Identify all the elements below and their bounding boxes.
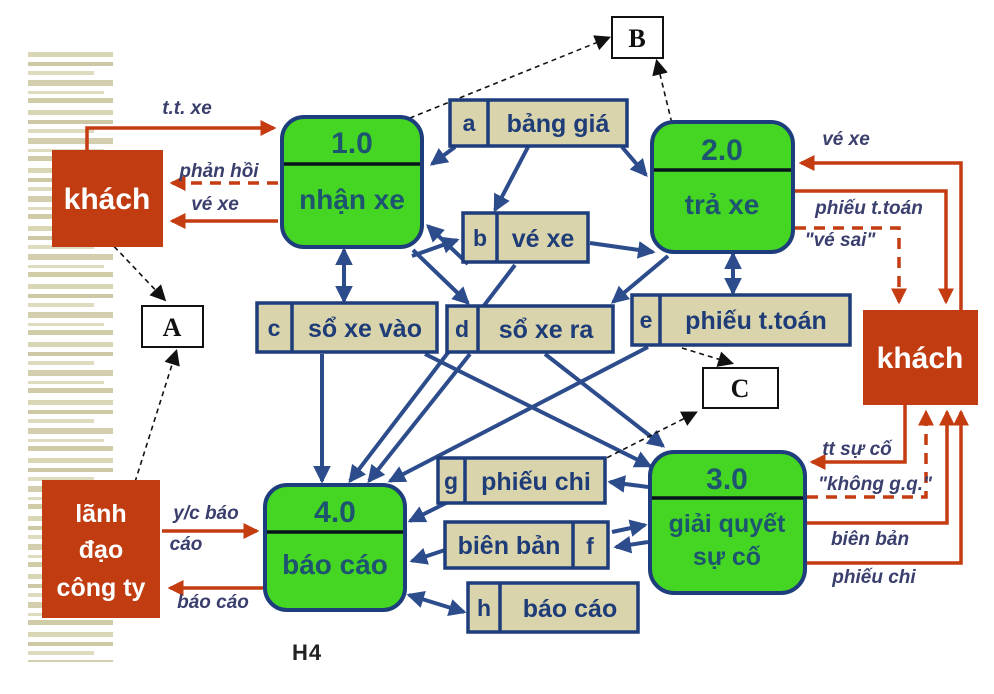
store-e-phieu-ttoan: e phiếu t.toán xyxy=(630,293,852,347)
process-2-tra-xe: 2.0 trả xe xyxy=(650,120,795,254)
store-b-letter: b xyxy=(473,225,487,251)
store-b-ve-xe: b vé xe xyxy=(461,211,590,264)
store-c-so-xe-vao: c sổ xe vào xyxy=(255,301,439,354)
store-b-name: vé xe xyxy=(512,225,575,253)
store-d-name: sổ xe ra xyxy=(499,316,595,344)
store-g-name: phiếu chi xyxy=(481,468,591,496)
flow-yc-bao-cao-label-line1: y/c báo xyxy=(172,503,238,524)
store-g-phieu-chi: g phiếu chi xyxy=(436,456,607,505)
flow-tt-su-co-label: tt sự cố xyxy=(822,439,893,460)
flow-ve-sai-label: "vé sai" xyxy=(805,230,877,251)
process-3-number: 3.0 xyxy=(706,463,748,496)
flow-phieu-ttoan-arrow xyxy=(795,189,955,305)
process-2-name: trả xe xyxy=(685,189,760,220)
process-1-number: 1.0 xyxy=(331,127,373,160)
flow-ve-xe-right-arrow xyxy=(798,154,963,310)
process-1-name: nhận xe xyxy=(299,184,405,215)
store-a-bang-gia: a bảng giá xyxy=(448,98,629,148)
flow-phieu-chi-arrow xyxy=(807,409,970,565)
flow-bien-ban-label: biên bản xyxy=(831,529,909,550)
process-4-number: 4.0 xyxy=(314,496,356,529)
store-g-letter: g xyxy=(444,468,458,494)
flow-labels: t.t. xe phản hồi vé xe vé xe phiếu t.toá… xyxy=(162,98,933,613)
process-4-bao-cao: 4.0 báo cáo xyxy=(263,483,407,612)
process-3-name-line1: giải quyết xyxy=(669,510,786,538)
store-c-letter: c xyxy=(268,315,281,341)
entity-lanh-dao-cong-ty: lãnh đạo công ty xyxy=(42,480,160,618)
flow-yc-bao-cao-label-line2: cáo xyxy=(170,534,203,555)
entity-khach-left-label: khách xyxy=(64,183,151,216)
entity-khach-left: khách xyxy=(52,150,163,247)
flow-phieu-chi-label: phiếu chi xyxy=(831,567,916,588)
store-h-name: báo cáo xyxy=(523,595,617,623)
store-d-letter: d xyxy=(455,316,469,342)
store-c-name: sổ xe vào xyxy=(308,315,422,343)
flow-arrows xyxy=(85,119,970,597)
figure-caption: H4 xyxy=(292,640,322,665)
process-1-nhan-xe: 1.0 nhận xe xyxy=(280,115,424,249)
store-a-name: bảng giá xyxy=(507,110,610,138)
flow-ve-xe-left-label: vé xe xyxy=(191,194,239,215)
flow-ve-xe-right-label: vé xe xyxy=(822,129,870,150)
data-arrows xyxy=(313,145,742,616)
store-f-name: biên bản xyxy=(458,532,561,560)
process-3-giai-quyet-su-co: 3.0 giải quyết sự cố xyxy=(648,450,807,595)
flow-ve-sai-arrow xyxy=(795,226,908,305)
entity-lanh-dao-line2: đạo xyxy=(79,536,123,564)
entity-khach-right-label: khách xyxy=(877,342,964,375)
flow-tt-xe-arrow xyxy=(85,119,277,150)
flow-phieu-ttoan-label: phiếu t.toán xyxy=(814,198,923,219)
flow-bao-cao-label: báo cáo xyxy=(177,592,249,613)
process-4-name: báo cáo xyxy=(282,549,388,580)
store-d-so-xe-ra: d sổ xe ra xyxy=(445,304,615,354)
connector-B: B xyxy=(611,16,664,59)
connector-A-label: A xyxy=(163,313,182,342)
connector-B-label: B xyxy=(628,24,645,53)
connector-C-label: C xyxy=(731,374,750,403)
store-e-letter: e xyxy=(640,307,653,333)
flow-phan-hoi-label: phản hồi xyxy=(178,161,259,182)
store-a-letter: a xyxy=(463,110,476,136)
connector-A: A xyxy=(141,305,204,348)
connector-C: C xyxy=(702,367,779,409)
process-3-name-line2: sự cố xyxy=(693,543,761,571)
entity-khach-right: khách xyxy=(863,310,978,405)
store-f-bien-ban: biên bản f xyxy=(443,520,610,570)
flow-bien-ban-arrow xyxy=(807,409,956,525)
entity-lanh-dao-line1: lãnh xyxy=(75,500,126,528)
store-h-bao-cao: h báo cáo xyxy=(466,581,640,634)
entity-lanh-dao-line3: công ty xyxy=(57,574,146,602)
store-h-letter: h xyxy=(477,595,491,621)
store-e-name: phiếu t.toán xyxy=(685,307,827,335)
flow-tt-su-co-arrow xyxy=(809,405,907,471)
flow-khong-gq-arrow xyxy=(807,409,935,499)
store-f-letter: f xyxy=(586,533,594,559)
flow-tt-xe-label: t.t. xe xyxy=(162,98,212,119)
process-2-number: 2.0 xyxy=(701,134,743,167)
flow-khong-gq-label: "không g.q." xyxy=(818,474,933,495)
